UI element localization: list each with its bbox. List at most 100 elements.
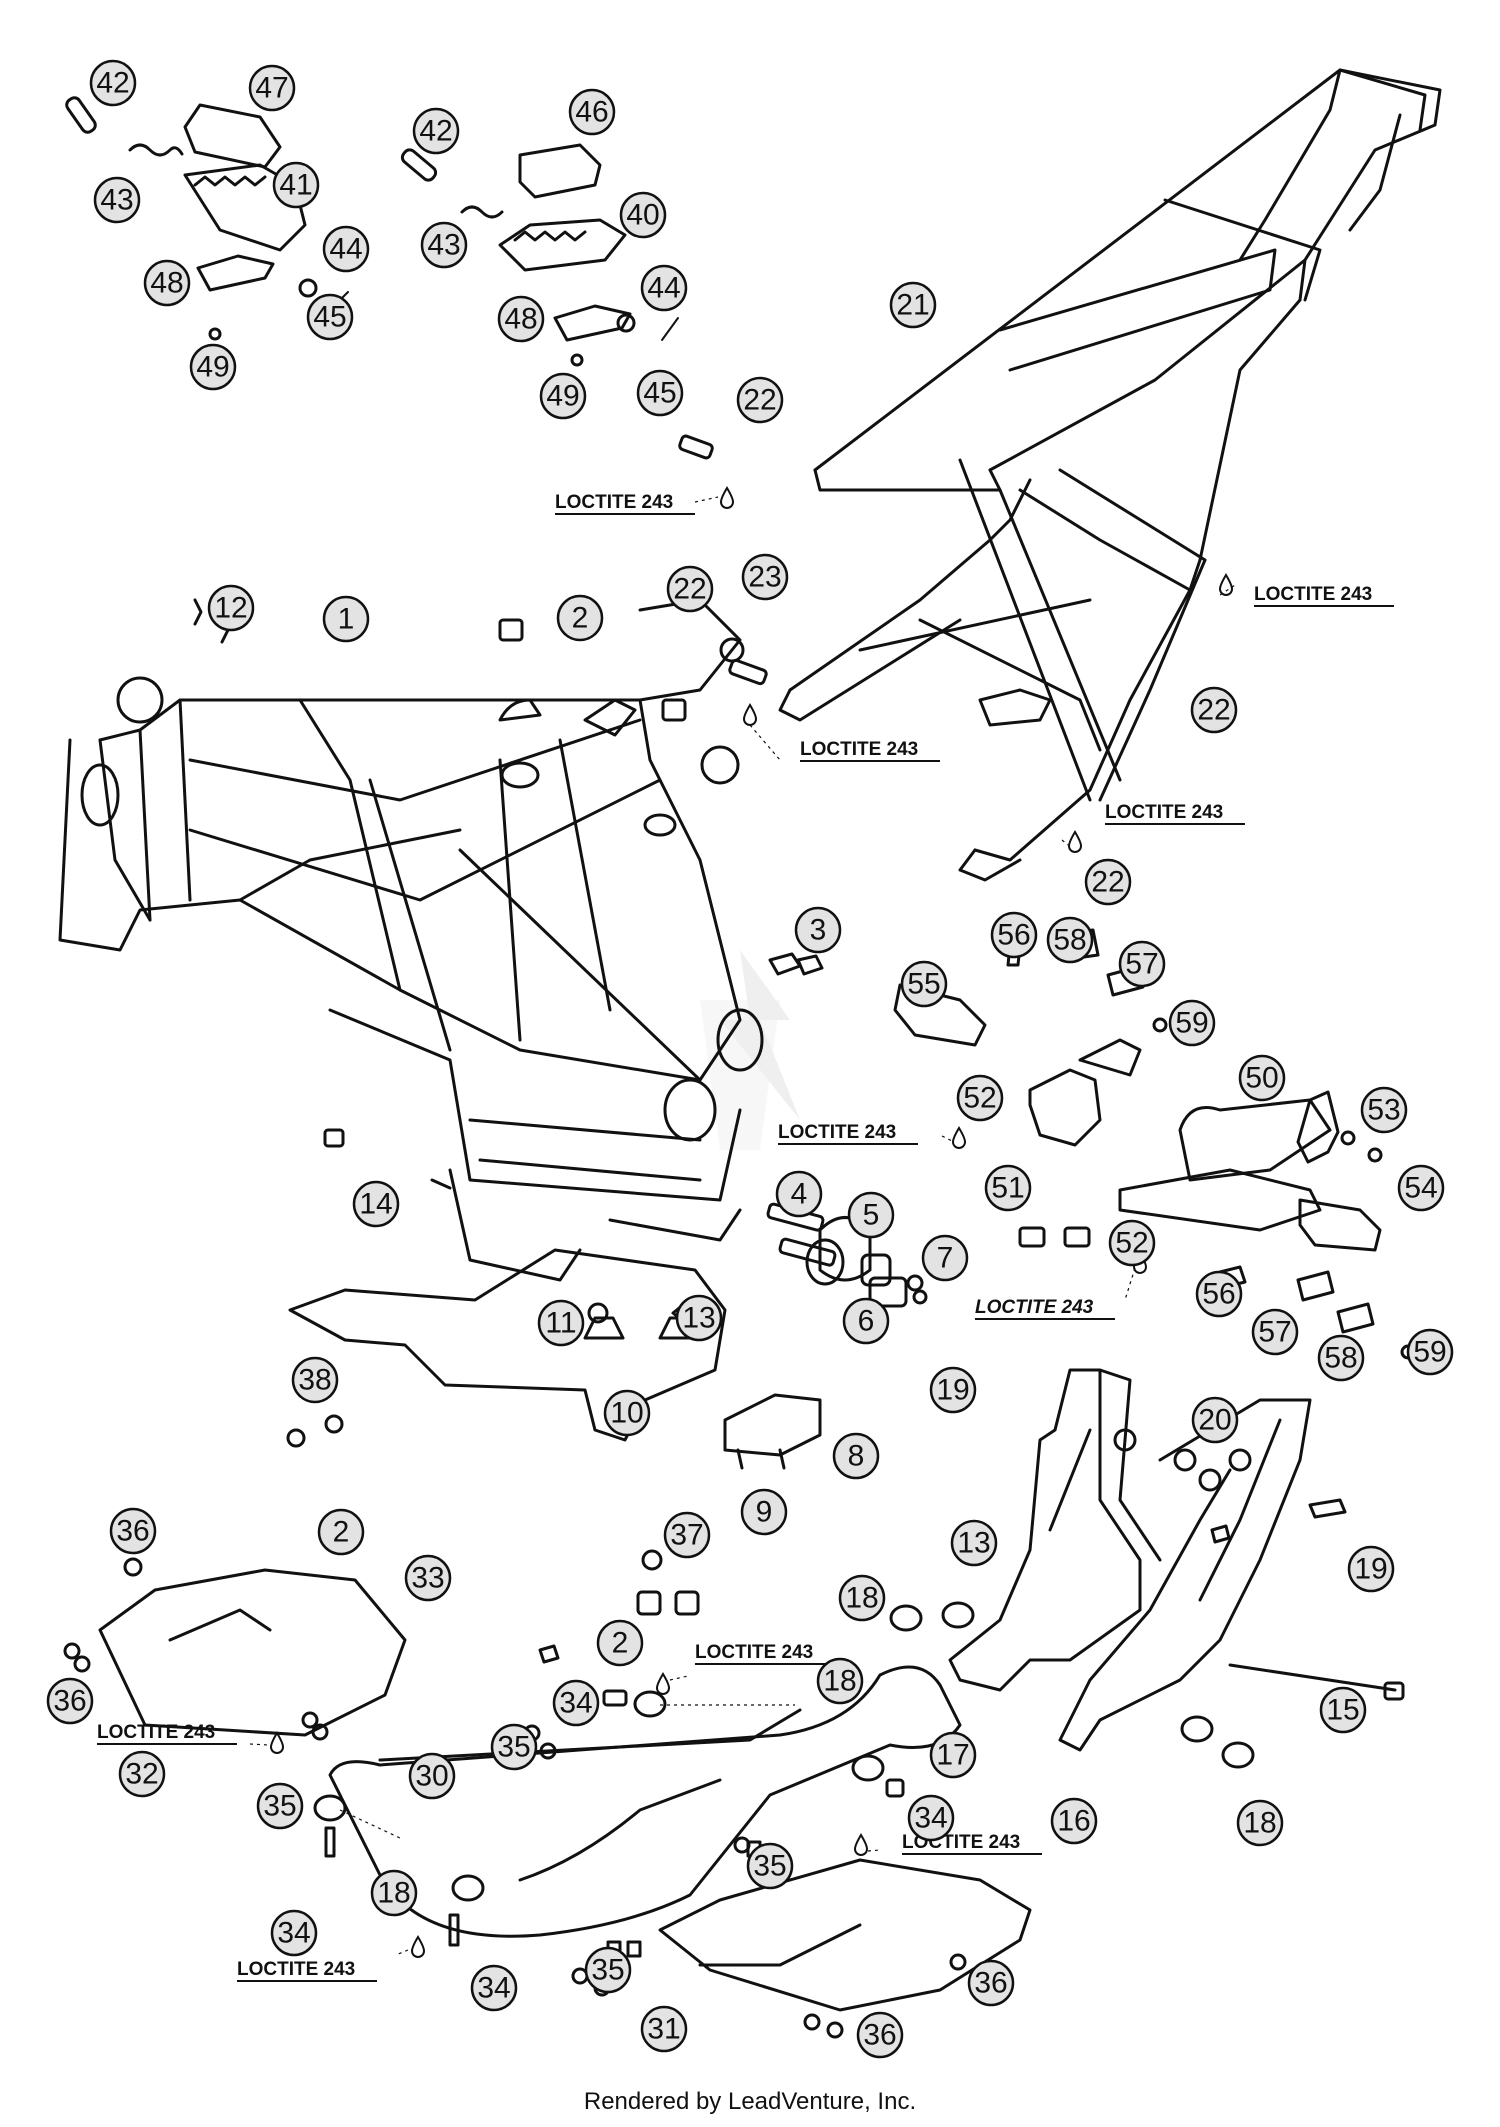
svg-text:23: 23 xyxy=(748,561,781,594)
leader-lines xyxy=(249,496,1236,1956)
svg-text:20: 20 xyxy=(1198,1404,1231,1437)
svg-text:1: 1 xyxy=(338,603,355,636)
svg-text:21: 21 xyxy=(896,289,929,322)
callout: 36 xyxy=(967,1959,1015,2007)
svg-text:3: 3 xyxy=(810,914,827,947)
callout: 55 xyxy=(900,960,948,1008)
loctite-label: LOCTITE 243 xyxy=(555,492,695,515)
svg-text:LOCTITE 243: LOCTITE 243 xyxy=(1254,584,1372,605)
loctite-label: LOCTITE 243 xyxy=(1105,802,1245,825)
svg-text:34: 34 xyxy=(277,1917,310,1950)
callout: 37 xyxy=(663,1511,711,1559)
svg-text:10: 10 xyxy=(610,1397,643,1430)
callout: 58 xyxy=(1046,916,1094,964)
svg-text:22: 22 xyxy=(673,573,706,606)
svg-text:35: 35 xyxy=(591,1954,624,1987)
svg-text:17: 17 xyxy=(936,1739,969,1772)
svg-text:44: 44 xyxy=(329,233,362,266)
svg-text:56: 56 xyxy=(997,919,1030,952)
callout: 34 xyxy=(270,1909,318,1957)
callout: 47 xyxy=(248,64,296,112)
callout: 42 xyxy=(412,107,460,155)
callout: 43 xyxy=(93,176,141,224)
svg-text:47: 47 xyxy=(255,72,288,105)
loctite-label: LOCTITE 243 xyxy=(778,1122,918,1145)
callout: 35 xyxy=(256,1782,304,1830)
callout: 32 xyxy=(118,1750,166,1798)
svg-text:18: 18 xyxy=(823,1665,856,1698)
svg-text:LOCTITE 243: LOCTITE 243 xyxy=(1105,802,1223,823)
callout: 22 xyxy=(1190,686,1238,734)
svg-text:LOCTITE 243: LOCTITE 243 xyxy=(975,1297,1094,1318)
loctite-label: LOCTITE 243 xyxy=(1254,584,1394,607)
svg-text:43: 43 xyxy=(427,229,460,262)
svg-text:LOCTITE 243: LOCTITE 243 xyxy=(237,1959,355,1980)
svg-text:19: 19 xyxy=(1354,1553,1387,1586)
svg-text:35: 35 xyxy=(263,1790,296,1823)
svg-text:58: 58 xyxy=(1053,924,1086,957)
callout: 43 xyxy=(420,221,468,269)
svg-text:48: 48 xyxy=(150,267,183,300)
callout: 2 xyxy=(556,594,604,642)
callout: 15 xyxy=(1319,1686,1367,1734)
svg-text:30: 30 xyxy=(415,1760,448,1793)
svg-text:4: 4 xyxy=(791,1178,808,1211)
callout: 35 xyxy=(490,1723,538,1771)
svg-text:14: 14 xyxy=(359,1188,392,1221)
svg-text:2: 2 xyxy=(333,1516,350,1549)
callout: 18 xyxy=(1236,1799,1284,1847)
svg-text:42: 42 xyxy=(96,67,129,100)
callout: 45 xyxy=(636,369,684,417)
callout: 56 xyxy=(990,911,1038,959)
callout: 22 xyxy=(736,376,784,424)
svg-text:57: 57 xyxy=(1125,948,1158,981)
svg-text:36: 36 xyxy=(53,1685,86,1718)
svg-text:34: 34 xyxy=(477,1972,510,2005)
svg-text:8: 8 xyxy=(848,1440,865,1473)
svg-text:45: 45 xyxy=(313,301,346,334)
callout: 22 xyxy=(1084,858,1132,906)
callout: 7 xyxy=(921,1234,969,1282)
callout: 51 xyxy=(984,1164,1032,1212)
svg-text:6: 6 xyxy=(858,1305,875,1338)
callout: 36 xyxy=(856,2011,904,2059)
svg-text:31: 31 xyxy=(647,2013,680,2046)
svg-text:16: 16 xyxy=(1057,1805,1090,1838)
callout: 31 xyxy=(640,2005,688,2053)
callout: 23 xyxy=(741,553,789,601)
svg-text:LOCTITE 243: LOCTITE 243 xyxy=(778,1122,896,1143)
subframe xyxy=(778,68,1442,882)
svg-text:45: 45 xyxy=(643,377,676,410)
svg-text:37: 37 xyxy=(670,1519,703,1552)
svg-text:18: 18 xyxy=(377,1877,410,1910)
svg-text:7: 7 xyxy=(937,1242,954,1275)
callout: 59 xyxy=(1168,999,1216,1047)
svg-text:13: 13 xyxy=(682,1302,715,1335)
callout: 13 xyxy=(950,1519,998,1567)
callout: 48 xyxy=(497,295,545,343)
callout: 48 xyxy=(143,259,191,307)
callout: 18 xyxy=(370,1869,418,1917)
callout: 12 xyxy=(207,584,255,632)
svg-text:36: 36 xyxy=(116,1515,149,1548)
svg-text:58: 58 xyxy=(1324,1342,1357,1375)
svg-text:42: 42 xyxy=(419,115,452,148)
callout: 35 xyxy=(746,1842,794,1890)
svg-text:34: 34 xyxy=(914,1802,947,1835)
callout: 52 xyxy=(1108,1219,1156,1267)
callout: 3 xyxy=(794,906,842,954)
loctite-label: LOCTITE 243 xyxy=(695,1642,835,1665)
skid-plate xyxy=(98,1248,1032,2012)
callout: 44 xyxy=(322,225,370,273)
svg-text:18: 18 xyxy=(845,1582,878,1615)
callout: 17 xyxy=(929,1731,977,1779)
svg-text:35: 35 xyxy=(497,1731,530,1764)
svg-text:5: 5 xyxy=(863,1199,880,1232)
svg-text:49: 49 xyxy=(196,351,229,384)
callout: 22 xyxy=(666,565,714,613)
callout: 10 xyxy=(603,1389,651,1437)
svg-text:19: 19 xyxy=(936,1374,969,1407)
callout: 14 xyxy=(352,1180,400,1228)
svg-text:49: 49 xyxy=(546,380,579,413)
